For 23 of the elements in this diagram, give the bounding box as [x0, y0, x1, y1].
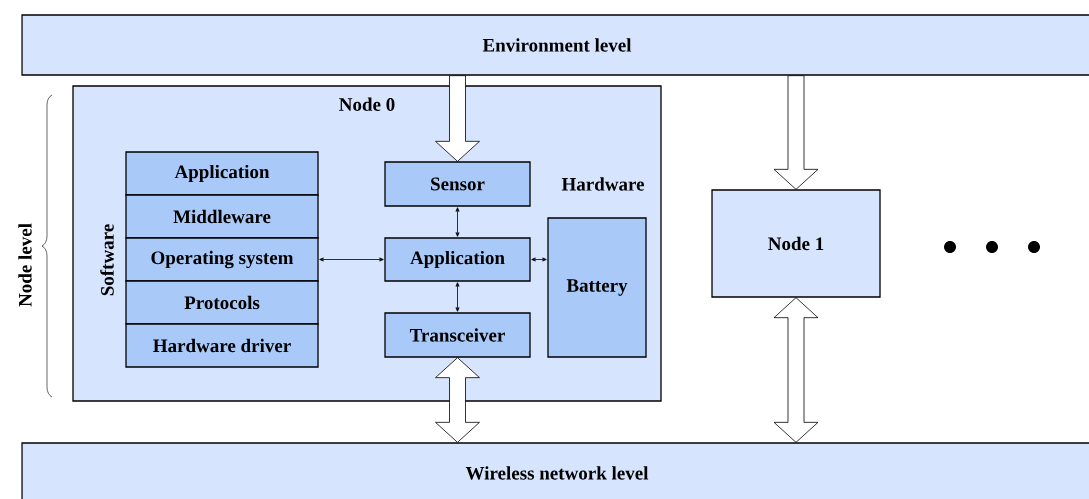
block-arrow [435, 75, 480, 162]
arrow [319, 257, 384, 262]
level-band: Wireless network level [21, 442, 1089, 499]
level-label: Node level [18, 223, 32, 307]
arrow [531, 257, 547, 262]
software-layer-box: Middleware [125, 194, 319, 239]
block-arrow [773, 75, 819, 190]
block-arrow [435, 357, 480, 443]
arrow [455, 282, 460, 312]
level-band: Environment level [21, 14, 1089, 76]
hardware-box: Transceiver [384, 312, 531, 358]
hardware-box: Sensor [384, 161, 531, 207]
group-label: Hardware [561, 177, 645, 191]
block-arrow [773, 297, 819, 443]
software-layer-box: Protocols [125, 280, 319, 325]
node-box: Node 1 [711, 189, 881, 298]
software-layer-box: Hardware driver [125, 323, 319, 368]
battery-box: Battery [547, 217, 647, 358]
hardware-box: Application [384, 237, 531, 282]
arrow [455, 207, 460, 237]
software-layer-box: Operating system [125, 237, 319, 282]
software-layer-box: Application [125, 151, 319, 196]
group-label: Software [100, 224, 114, 296]
